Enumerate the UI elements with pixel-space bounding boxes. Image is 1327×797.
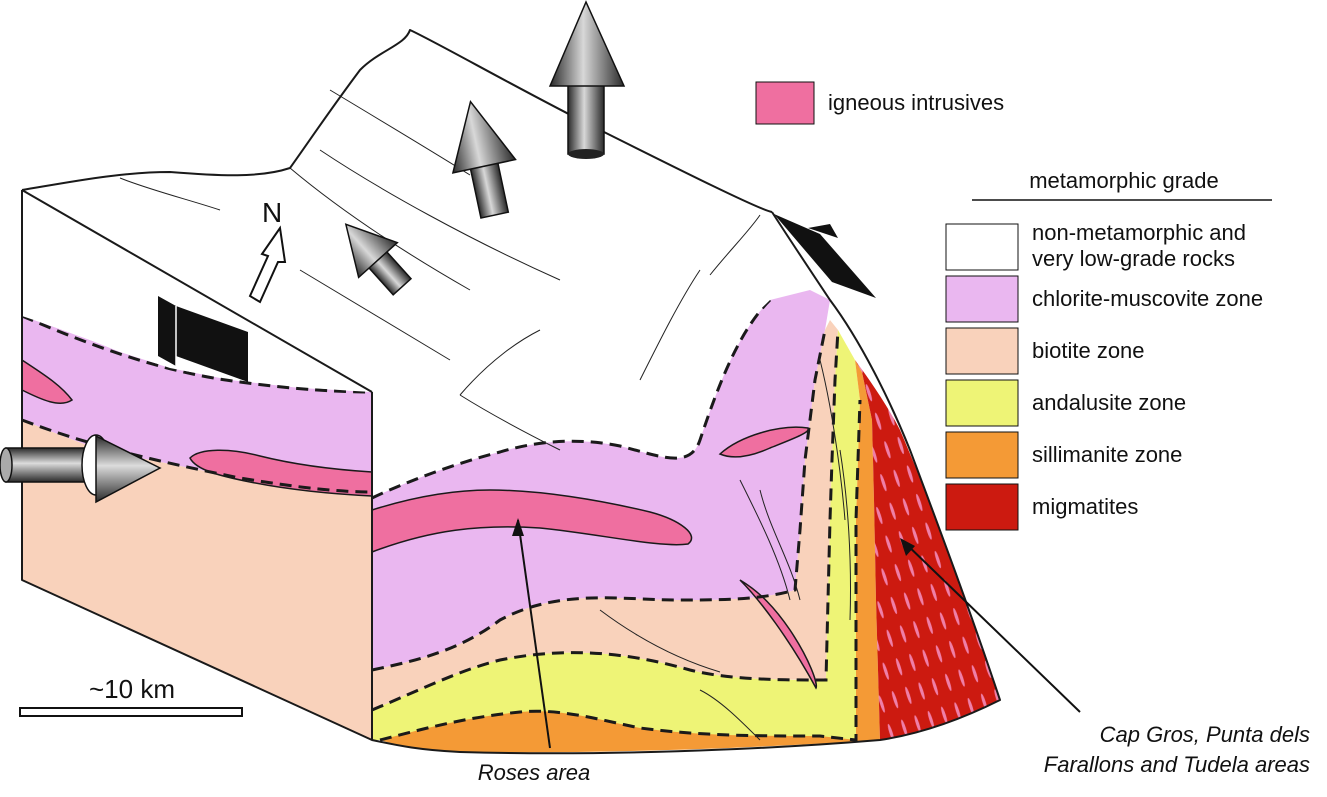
scale-bar: ~10 km xyxy=(19,674,243,717)
top-surface xyxy=(22,30,772,396)
fault-plane-symbol-right xyxy=(774,214,876,298)
scale-label: ~10 km xyxy=(89,674,175,704)
legend-zone-1-label: chlorite-muscovite zone xyxy=(1032,286,1263,311)
legend-igneous-label: igneous intrusives xyxy=(828,90,1004,115)
legend-zone-5-swatch xyxy=(945,483,1019,531)
extension-arrow-medium xyxy=(451,99,517,219)
legend-zone-0-label-line2: very low-grade rocks xyxy=(1032,246,1235,271)
legend-zone-1-swatch xyxy=(945,275,1019,323)
front-fault-lines xyxy=(459,359,851,741)
legend-zone-3: andalusite zone xyxy=(945,379,1186,427)
left-face-biotite-zone xyxy=(22,420,372,740)
north-arrow: N xyxy=(248,197,287,304)
legend-zone-0-label-line1: non-metamorphic and xyxy=(1032,220,1246,245)
extension-arrow-small xyxy=(344,223,413,296)
front-andalusite-zone xyxy=(372,330,860,740)
front-white-zone xyxy=(372,300,770,498)
extension-arrow-large xyxy=(548,0,626,159)
capgros-label-line1: Cap Gros, Punta dels xyxy=(1100,722,1310,747)
legend: igneous intrusives metamorphic grade non… xyxy=(755,81,1272,531)
front-migmatite-zone xyxy=(855,360,1000,740)
capgros-callout: Cap Gros, Punta dels Farallons and Tudel… xyxy=(900,538,1310,777)
legend-zone-4-label: sillimanite zone xyxy=(1032,442,1182,467)
top-surface-fill xyxy=(22,30,772,392)
legend-zone-0-swatch xyxy=(945,223,1019,271)
legend-zone-3-label: andalusite zone xyxy=(1032,390,1186,415)
fault-plane-symbol-left xyxy=(158,296,248,382)
front-intrusive-small-upper xyxy=(718,426,810,458)
front-intrusive-lens xyxy=(371,489,693,554)
legend-zone-4: sillimanite zone xyxy=(945,431,1182,479)
legend-zone-2-label: biotite zone xyxy=(1032,338,1145,363)
north-label: N xyxy=(262,197,282,228)
left-intrusive-small xyxy=(21,358,74,404)
roses-callout: Roses area xyxy=(478,518,591,785)
front-biotite-zone xyxy=(372,320,838,710)
legend-zone-2: biotite zone xyxy=(945,327,1145,375)
legend-zone-0: non-metamorphic and very low-grade rocks xyxy=(945,220,1246,271)
legend-zone-1: chlorite-muscovite zone xyxy=(945,275,1263,323)
legend-igneous-swatch xyxy=(755,81,815,125)
legend-zone-2-swatch xyxy=(945,327,1019,375)
legend-grade-title: metamorphic grade xyxy=(1029,168,1219,193)
front-face xyxy=(371,290,1000,753)
roses-label: Roses area xyxy=(478,760,591,785)
block-outlines xyxy=(21,29,1001,755)
legend-zone-3-swatch xyxy=(945,379,1019,427)
compression-arrow xyxy=(0,434,162,504)
legend-zone-5: migmatites xyxy=(945,483,1138,531)
capgros-label-line2: Farallons and Tudela areas xyxy=(1044,752,1310,777)
legend-zone-4-swatch xyxy=(945,431,1019,479)
legend-igneous: igneous intrusives xyxy=(755,81,1004,125)
front-intrusive-dike xyxy=(739,579,818,690)
front-chlorite-zone xyxy=(372,290,830,670)
legend-zone-5-label: migmatites xyxy=(1032,494,1138,519)
